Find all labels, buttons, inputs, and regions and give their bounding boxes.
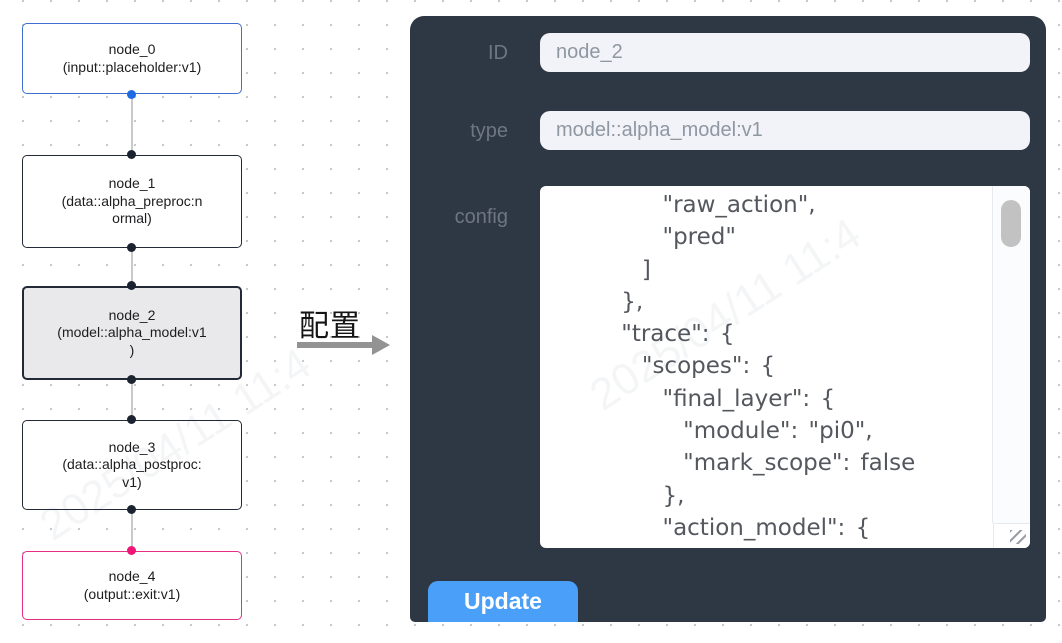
node-title: node_1 — [108, 175, 156, 192]
type-field-label: type — [470, 120, 508, 142]
config-scrollbar-thumb[interactable] — [1001, 200, 1021, 247]
node-subtitle-line: v1) — [122, 473, 142, 490]
edge-node2-node3 — [131, 380, 133, 420]
port-node2-out[interactable] — [127, 375, 136, 384]
node-subtitle-line: (data::alpha_postproc: — [62, 456, 202, 473]
textarea-resize-handle[interactable] — [993, 523, 1030, 548]
port-node4-in[interactable] — [127, 546, 136, 555]
resize-grip-icon — [1010, 530, 1026, 544]
graph-node-node_1[interactable]: node_1 (data::alpha_preproc:n ormal) — [22, 155, 242, 248]
edge-node0-node1 — [131, 94, 133, 155]
graph-node-node_2[interactable]: node_2 (model::alpha_model:v1 ) — [22, 286, 242, 380]
port-node1-in[interactable] — [127, 150, 136, 159]
config-json-text[interactable]: "raw_action", "pred" ] }, "trace": { "sc… — [621, 192, 916, 541]
edge-node3-node4 — [131, 510, 133, 551]
config-field-label: config — [454, 206, 508, 228]
port-node3-out[interactable] — [127, 505, 136, 514]
port-node2-in[interactable] — [127, 281, 136, 290]
graph-node-node_0[interactable]: node_0 (input::placeholder:v1) — [22, 23, 242, 94]
node-subtitle-line: (model::alpha_model:v1 — [57, 324, 207, 341]
port-node1-out[interactable] — [127, 243, 136, 252]
node-title: node_3 — [108, 438, 156, 455]
arrow-right-icon — [372, 335, 390, 355]
node-title: node_2 — [108, 306, 156, 323]
id-field-label: ID — [488, 42, 508, 64]
arrow-shaft — [297, 342, 374, 348]
type-input[interactable] — [540, 111, 1030, 150]
id-input[interactable] — [540, 33, 1030, 72]
update-button[interactable]: Update — [428, 581, 578, 622]
node-subtitle-line: (output::exit:v1) — [83, 585, 181, 602]
node-subtitle-line: ormal) — [112, 210, 152, 227]
edge-node1-node2 — [131, 248, 133, 286]
port-node3-in[interactable] — [127, 415, 136, 424]
graph-node-node_3[interactable]: node_3 (data::alpha_postproc: v1) — [22, 420, 242, 510]
node-subtitle-line: (data::alpha_preproc:n — [61, 192, 203, 209]
node-title: node_0 — [108, 41, 156, 57]
port-node0-out[interactable] — [127, 90, 136, 99]
config-textarea[interactable]: "raw_action", "pred" ] }, "trace": { "sc… — [540, 186, 1030, 548]
node-title: node_4 — [108, 568, 156, 584]
node-subtitle-line: (input::placeholder:v1) — [62, 58, 202, 75]
configure-label: 配置 — [299, 310, 361, 343]
config-scrollbar-track[interactable] — [992, 186, 1030, 523]
graph-node-node_4[interactable]: node_4 (output::exit:v1) — [22, 551, 242, 620]
node-subtitle-line: ) — [129, 341, 135, 358]
node-config-panel: ID type config "raw_action", "pred" ] },… — [410, 16, 1046, 622]
